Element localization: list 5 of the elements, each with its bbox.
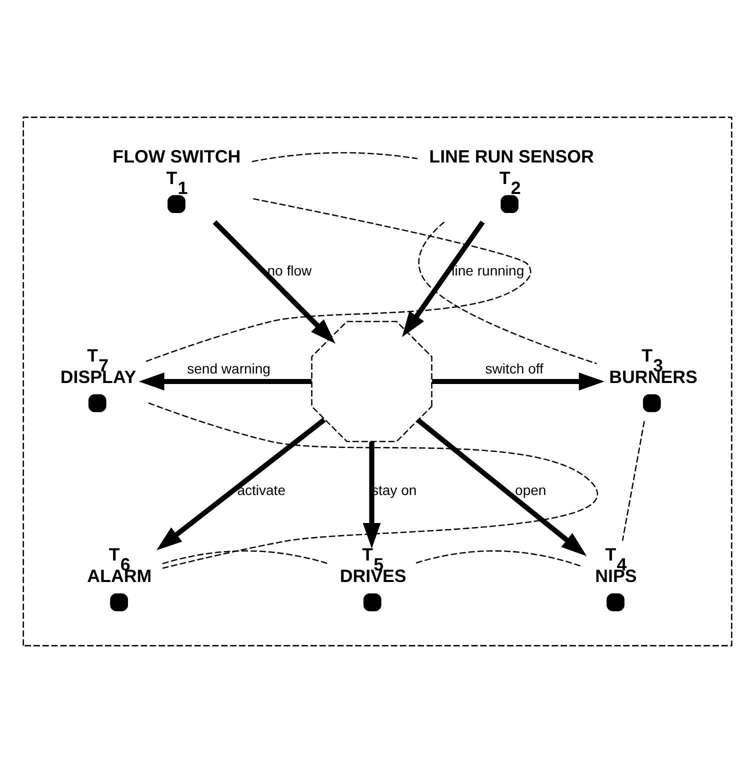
edge-label: open [515,481,546,498]
node-label: LINE RUN SENSOR [429,146,594,166]
edge-label: send warning [187,360,271,376]
node-label: FLOW SWITCH [112,146,241,166]
edge-label: switch off [485,360,544,376]
